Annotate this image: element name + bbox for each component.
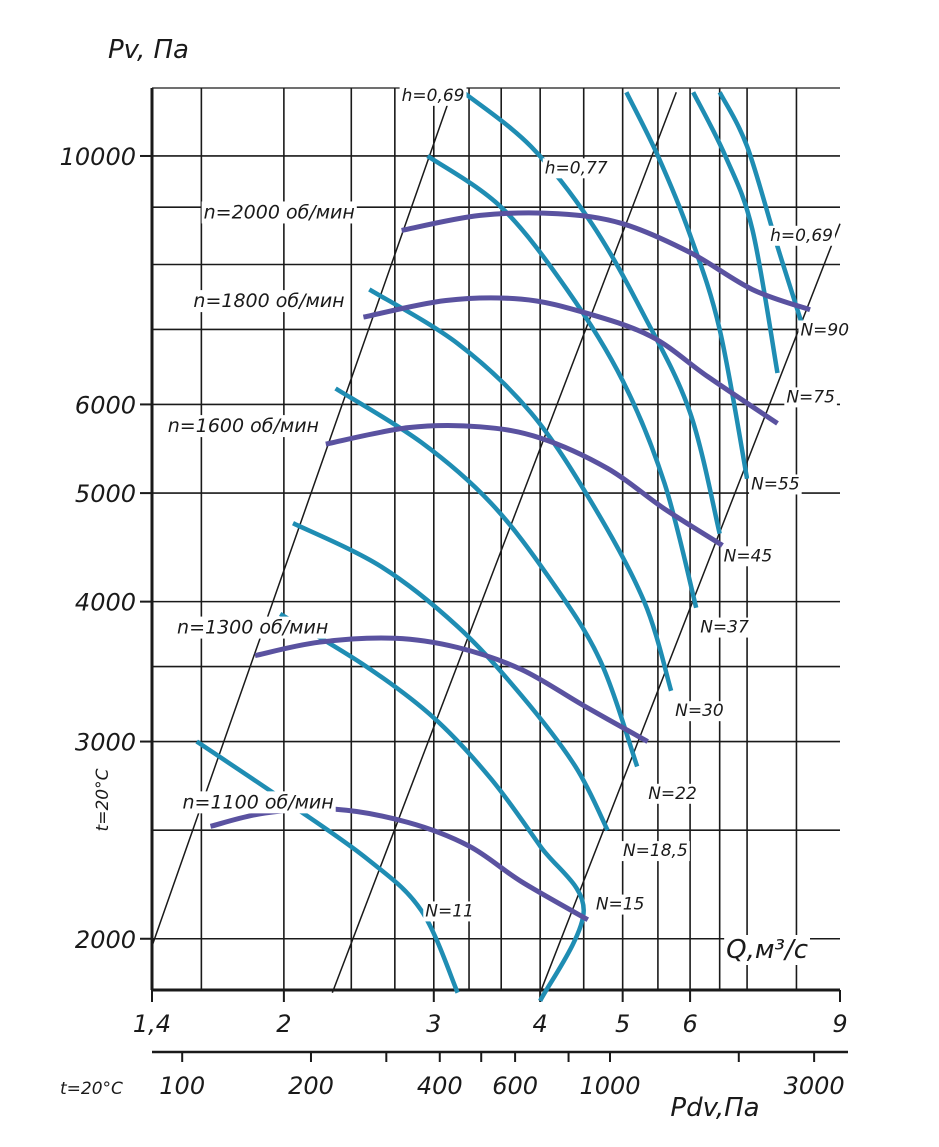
power-label-n-30: N=30 xyxy=(675,701,724,721)
power-label-n-22: N=22 xyxy=(648,784,697,804)
power-curve-n-22 xyxy=(334,386,640,768)
speed-label-n-1600-bg xyxy=(165,415,321,438)
power-label-n-11: N=11 xyxy=(425,901,474,921)
side-temperature-label: t=20°C xyxy=(93,768,113,831)
power-curve-n-11 xyxy=(195,739,460,994)
x-axis-title: Q,м³/с xyxy=(726,935,808,965)
power-label-n-11-bg xyxy=(423,901,476,922)
y-tick-label-5000: 5000 xyxy=(75,480,136,508)
power-curves xyxy=(195,90,804,1002)
x-axis-title-bg xyxy=(724,935,810,965)
x-tick-label-3: 3 xyxy=(426,1010,441,1038)
efficiency-label-0: h=0,69 xyxy=(402,86,465,106)
speed-curve-n-1600 xyxy=(325,423,724,548)
power-curve-n-37 xyxy=(426,154,699,609)
x-tick-label-2: 2 xyxy=(276,1010,291,1038)
efficiency-label-1: h=0,77 xyxy=(545,158,608,178)
y-tick-label-4000: 4000 xyxy=(75,589,136,617)
speed-label-n-1300-bg xyxy=(175,616,331,639)
power-curve-n-45 xyxy=(461,90,722,535)
power-label-n-30-bg xyxy=(673,701,726,722)
efficiency-label-2-bg xyxy=(768,225,835,246)
pdv-axis-title: Pdv,Па xyxy=(670,1093,759,1123)
power-label-n-75-bg xyxy=(784,387,837,408)
x-tick-label-4: 4 xyxy=(533,1010,548,1038)
power-label-n-37: N=37 xyxy=(700,618,749,638)
grid xyxy=(140,87,848,1062)
power-label-n-37-bg xyxy=(698,617,751,638)
speed-label-n-1100: n=1100 об/мин xyxy=(183,791,334,813)
x-tick-label-5: 5 xyxy=(615,1010,630,1038)
power-curve-n-75 xyxy=(691,91,780,374)
power-curve-n-30 xyxy=(368,287,674,692)
y-tick-label-3000: 3000 xyxy=(75,729,136,757)
pdv-tick-label-3000: 3000 xyxy=(784,1072,845,1100)
pdv-tick-label-400: 400 xyxy=(417,1072,463,1100)
pdv-tick-label-100: 100 xyxy=(159,1072,205,1100)
speed-label-n-1300: n=1300 об/мин xyxy=(177,617,328,639)
speed-curve-n-1800 xyxy=(362,295,779,426)
pdv-tick-label-600: 600 xyxy=(492,1072,538,1100)
efficiency-label-0-bg xyxy=(399,85,467,106)
power-label-n-90: N=90 xyxy=(800,320,849,340)
labels: n=1100 об/мин n=1300 об/мин n=1600 об/мин n… xyxy=(60,35,852,1123)
efficiency-line-2 xyxy=(539,223,841,993)
power-curve-n-18-5 xyxy=(292,521,610,832)
speed-label-n-1800-bg xyxy=(191,290,347,313)
power-label-n-90-bg xyxy=(798,320,852,341)
efficiency-label-1-bg xyxy=(542,158,610,179)
power-label-n-55: N=55 xyxy=(751,474,800,494)
speed-label-n-1100-bg xyxy=(180,791,336,814)
y-tick-label-2000: 2000 xyxy=(75,926,136,954)
power-curve-n-90 xyxy=(717,91,804,322)
speed-label-n-2000-bg xyxy=(201,201,357,224)
speed-label-n-2000: n=2000 об/мин xyxy=(204,201,355,223)
x-tick-label-1-4: 1,4 xyxy=(133,1010,171,1038)
power-label-n-15: N=15 xyxy=(596,895,645,915)
speed-curve-n-1300 xyxy=(254,635,649,744)
speed-curve-n-1100 xyxy=(209,806,590,922)
power-label-n-45: N=45 xyxy=(724,546,773,566)
pdv-tick-label-200: 200 xyxy=(288,1072,334,1100)
power-label-n-75: N=75 xyxy=(786,387,835,407)
pdv-tick-label-1000: 1000 xyxy=(579,1072,640,1100)
power-label-n-22-bg xyxy=(646,783,699,804)
pdv-temperature-label: t=20°C xyxy=(60,1079,123,1099)
efficiency-label-2: h=0,69 xyxy=(770,226,833,246)
y-tick-label-6000: 6000 xyxy=(75,391,136,419)
x-tick-label-9: 9 xyxy=(832,1010,847,1038)
x-tick-label-6: 6 xyxy=(682,1010,697,1038)
speed-label-n-1800: n=1800 об/мин xyxy=(193,290,344,312)
speed-curve-n-2000 xyxy=(401,210,811,313)
efficiency-lines xyxy=(151,91,841,993)
power-label-n-55-bg xyxy=(749,474,802,495)
y-axis-title: Pv, Па xyxy=(108,35,189,65)
y-tick-label-10000: 10000 xyxy=(60,143,136,171)
power-label-n-45-bg xyxy=(721,546,775,567)
power-label-n-18-5-bg xyxy=(620,841,690,862)
power-curve-n-55 xyxy=(624,91,750,480)
power-label-n-15-bg xyxy=(593,894,647,915)
power-curve-n-15 xyxy=(278,612,586,1002)
efficiency-line-1 xyxy=(331,91,677,993)
speed-label-n-1600: n=1600 об/мин xyxy=(168,415,319,437)
power-label-n-18-5: N=18,5 xyxy=(623,841,688,861)
